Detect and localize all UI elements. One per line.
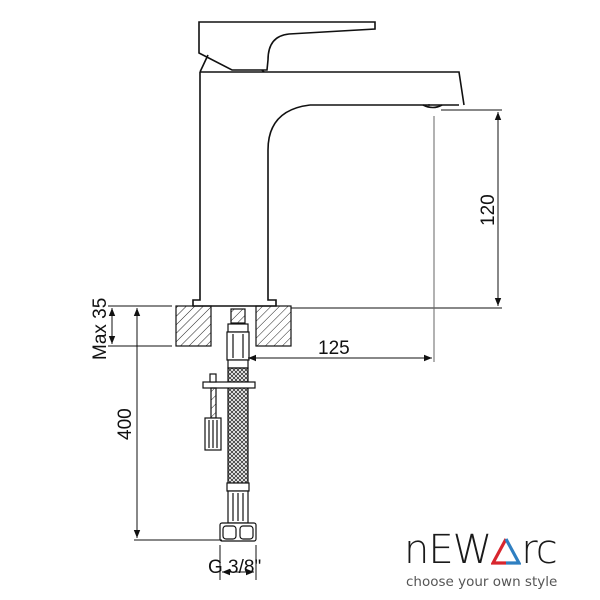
label-spout-reach: 125 (318, 338, 350, 359)
label-hose-length: 400 (115, 408, 136, 440)
brand-tagline: choose your own style (406, 574, 558, 590)
faucet-body (192, 21, 465, 307)
brand-name-part1: nEW (404, 527, 492, 573)
supply-hose (202, 308, 257, 542)
label-spout-height: 120 (478, 194, 499, 226)
dimension-lines (108, 109, 502, 580)
brand-logo: nEW rc choose your own style (400, 528, 600, 598)
brand-wordmark: nEW rc (404, 527, 558, 573)
label-max-deck-thickness: Max 35 (90, 298, 111, 360)
label-thread-size: G 3/8" (208, 557, 261, 578)
deck-section (175, 305, 292, 347)
triangle-a-icon (491, 538, 522, 565)
brand-name-part2: rc (521, 527, 558, 573)
